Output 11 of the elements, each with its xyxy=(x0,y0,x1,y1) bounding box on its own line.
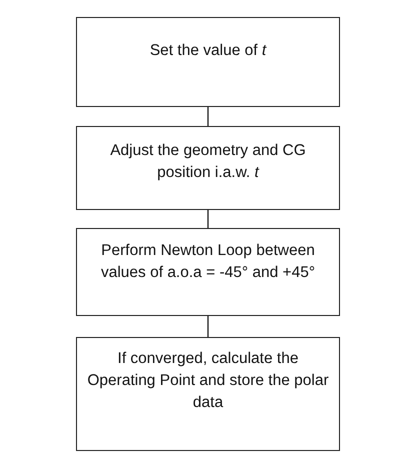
connector-line xyxy=(207,316,209,337)
process-box xyxy=(76,337,340,451)
process-box xyxy=(76,228,340,316)
step-text: Perform Newton Loop between values of a.o.a = -45° and +45° xyxy=(100,241,316,283)
step-text: If converged, calculate the Operating Point and store the polar data xyxy=(86,349,330,413)
step-text: Adjust the geometry and CG position i.a.w. t xyxy=(109,141,307,183)
step-text: Set the value of t xyxy=(150,41,266,61)
process-box xyxy=(76,17,340,107)
connector-line xyxy=(207,210,209,228)
connector-line xyxy=(207,107,209,126)
process-box xyxy=(76,126,340,210)
